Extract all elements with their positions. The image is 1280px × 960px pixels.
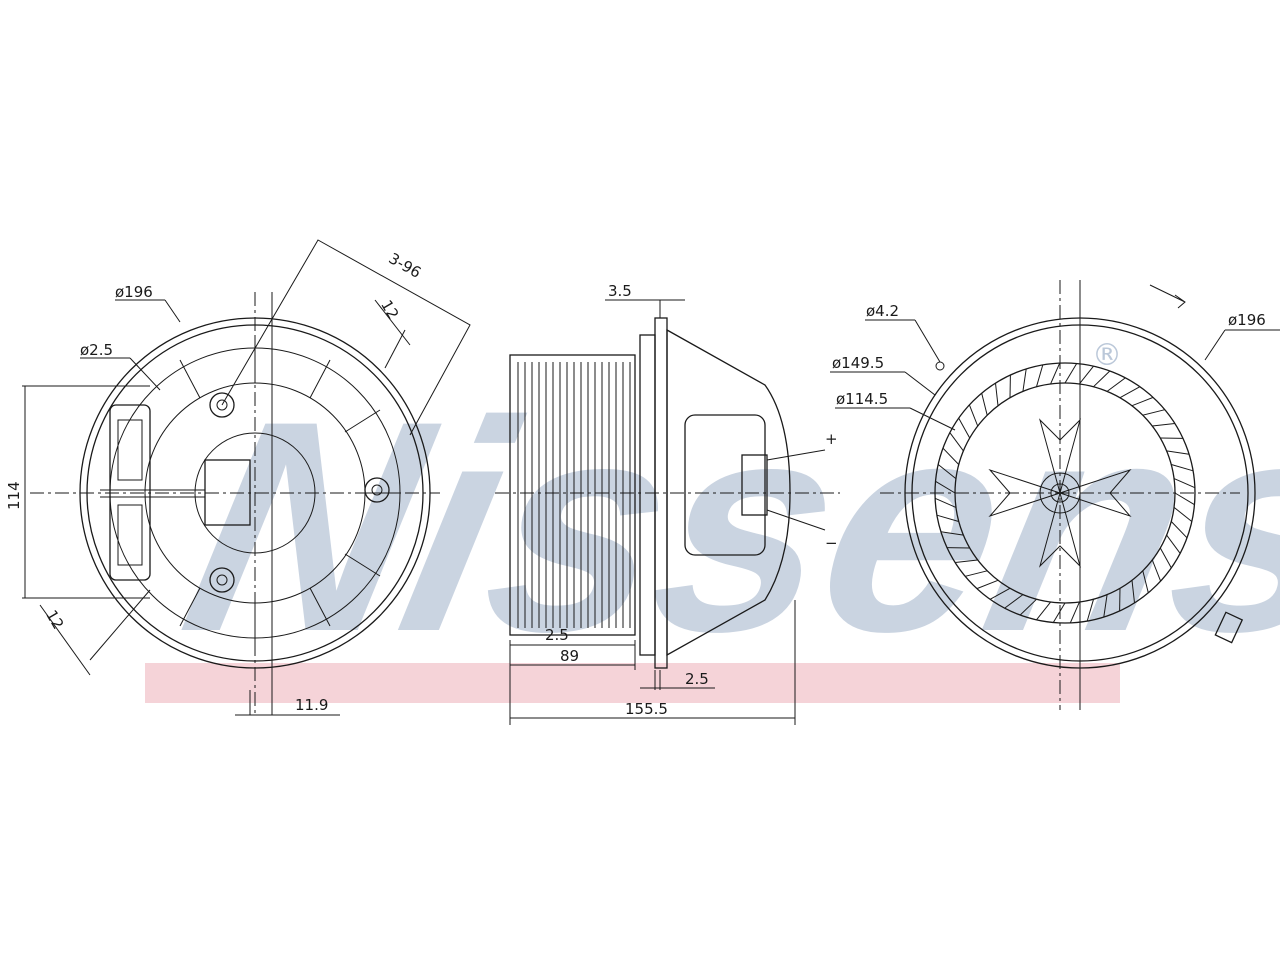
impeller-blade bbox=[1173, 507, 1193, 522]
impeller-blade bbox=[995, 383, 999, 406]
rear-view: ø4.2 ø196 ø149.5 ø114.5 bbox=[830, 280, 1280, 710]
side-plate: 2.5 bbox=[685, 670, 709, 688]
impeller-blade bbox=[1152, 423, 1175, 427]
impeller-blade bbox=[1050, 362, 1061, 385]
impeller-blade bbox=[937, 464, 957, 479]
impeller-blade bbox=[935, 480, 956, 494]
impeller-blade bbox=[1064, 363, 1078, 384]
side-wheel-width: 89 bbox=[560, 647, 579, 665]
front-height: 114 bbox=[5, 481, 23, 510]
impeller-blade bbox=[1151, 559, 1162, 582]
front-view: ø196 ø2.5 3-96 12 12 114 11.9 bbox=[5, 239, 471, 716]
impeller-blade bbox=[1019, 598, 1037, 616]
watermark-band bbox=[145, 663, 1120, 703]
impeller-blade bbox=[989, 587, 1011, 600]
impeller-blade bbox=[1103, 594, 1108, 618]
impeller-blade bbox=[1170, 521, 1188, 539]
impeller-blade bbox=[1022, 368, 1027, 392]
impeller-blade bbox=[1171, 464, 1194, 472]
impeller-blade bbox=[934, 497, 957, 508]
impeller-blade bbox=[976, 579, 999, 590]
impeller-blade bbox=[1142, 570, 1149, 593]
side-flange: 3.5 bbox=[608, 282, 632, 300]
front-mount-angle: 3-96 bbox=[386, 249, 424, 282]
impeller-blade bbox=[1086, 599, 1094, 622]
impeller-blade bbox=[955, 559, 978, 563]
side-plus-terminal: + bbox=[825, 430, 838, 448]
front-diameter-hole: ø2.5 bbox=[80, 341, 113, 359]
registered-mark-icon: ® bbox=[1092, 338, 1122, 373]
impeller-blade bbox=[1166, 534, 1181, 554]
impeller-blade bbox=[958, 417, 971, 439]
rear-diameter-mid: ø149.5 bbox=[832, 354, 884, 372]
impeller-blade bbox=[1079, 365, 1094, 385]
side-total-length: 155.5 bbox=[625, 700, 668, 718]
impeller-blade bbox=[1119, 386, 1141, 399]
rear-diameter-hole: ø4.2 bbox=[866, 302, 899, 320]
impeller-blade bbox=[1069, 601, 1080, 624]
impeller-blade bbox=[1093, 370, 1111, 388]
impeller-blade bbox=[965, 570, 988, 577]
rear-diameter-outer: ø196 bbox=[1228, 311, 1266, 329]
impeller-blade bbox=[1036, 601, 1051, 621]
impeller-blade bbox=[1166, 450, 1190, 455]
impeller-blade bbox=[1173, 478, 1196, 489]
impeller-blade bbox=[1131, 396, 1154, 407]
impeller-blade bbox=[940, 531, 964, 536]
impeller-blade bbox=[1131, 580, 1135, 603]
impeller-blade bbox=[949, 432, 964, 452]
impeller-blade bbox=[968, 404, 979, 427]
side-minus-terminal: − bbox=[825, 534, 838, 552]
impeller-blade bbox=[981, 393, 988, 416]
impeller-blade bbox=[1004, 594, 1024, 609]
impeller-blade bbox=[1159, 547, 1172, 569]
side-wheel-gap: 2.5 bbox=[545, 626, 569, 644]
impeller-blade bbox=[1036, 364, 1044, 387]
impeller-blade bbox=[1052, 602, 1066, 623]
impeller-blade bbox=[942, 447, 960, 465]
impeller-blade bbox=[1106, 377, 1126, 392]
impeller-blade bbox=[1174, 492, 1195, 506]
front-diameter-outer: ø196 bbox=[115, 283, 153, 301]
front-offset: 11.9 bbox=[295, 696, 328, 714]
front-dim-12-bottom: 12 bbox=[42, 607, 67, 633]
impeller-blade bbox=[936, 514, 959, 522]
front-dim-12-top: 12 bbox=[377, 297, 402, 323]
impeller-blade bbox=[1142, 409, 1165, 416]
rear-diameter-inner: ø114.5 bbox=[836, 390, 888, 408]
side-view: 3.5 2.5 89 2.5 155.5 + − bbox=[495, 282, 840, 725]
